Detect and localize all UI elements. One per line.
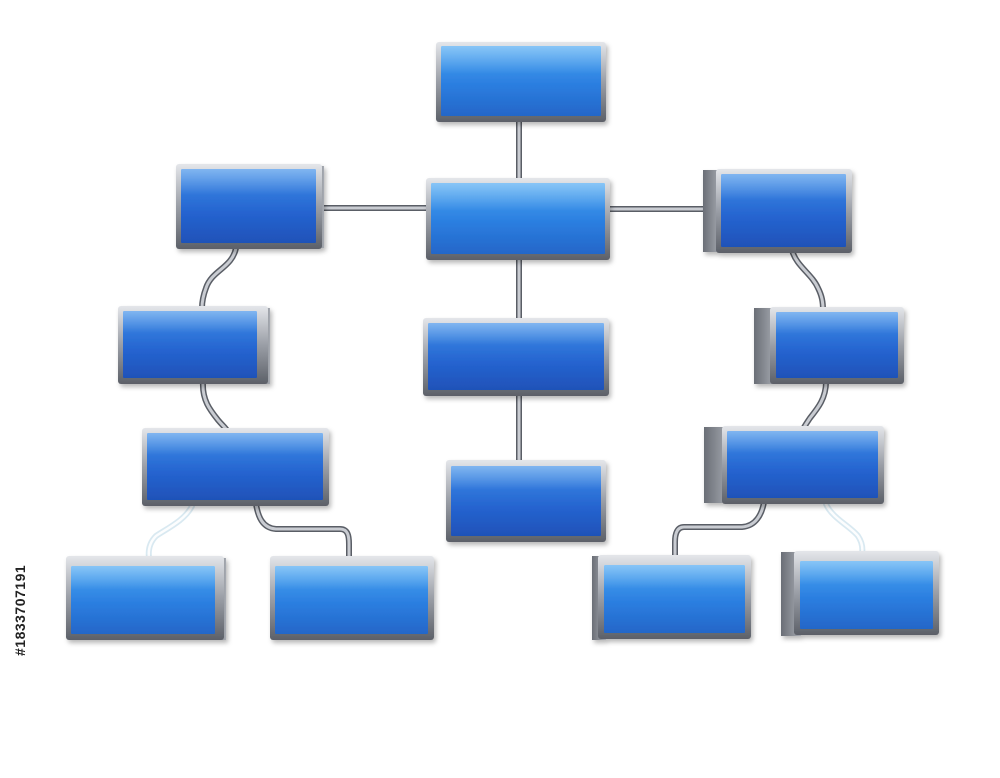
node-left-second xyxy=(118,306,270,384)
node-bottom-left-a xyxy=(66,556,226,640)
connector-right-third-to-bottom-right-a xyxy=(672,499,767,561)
node-top xyxy=(436,42,606,122)
node-bottom-right-a xyxy=(592,555,751,640)
connector-right-second-to-right-third xyxy=(799,379,829,435)
stock-id-watermark: #1833707191 xyxy=(12,564,28,656)
connector-left-third-to-bottom-left-a xyxy=(145,503,195,561)
connector-right-third-to-bottom-right-b xyxy=(823,501,866,557)
node-bottom-right-b xyxy=(781,551,939,636)
node-center xyxy=(426,178,610,260)
connector-right-upper-to-right-second xyxy=(789,247,826,313)
node-bottom-center xyxy=(446,460,606,542)
connector-left-upper-to-left-second xyxy=(199,245,239,311)
node-right-third xyxy=(704,426,884,504)
node-left-upper xyxy=(176,164,324,249)
node-left-third xyxy=(142,428,329,506)
node-right-second xyxy=(754,307,904,384)
connector-left-third-to-bottom-left-b xyxy=(253,501,352,561)
node-bottom-left-b xyxy=(270,556,434,640)
node-right-upper xyxy=(703,169,852,253)
node-middle xyxy=(423,318,609,396)
connector-left-second-to-left-third xyxy=(199,379,231,435)
